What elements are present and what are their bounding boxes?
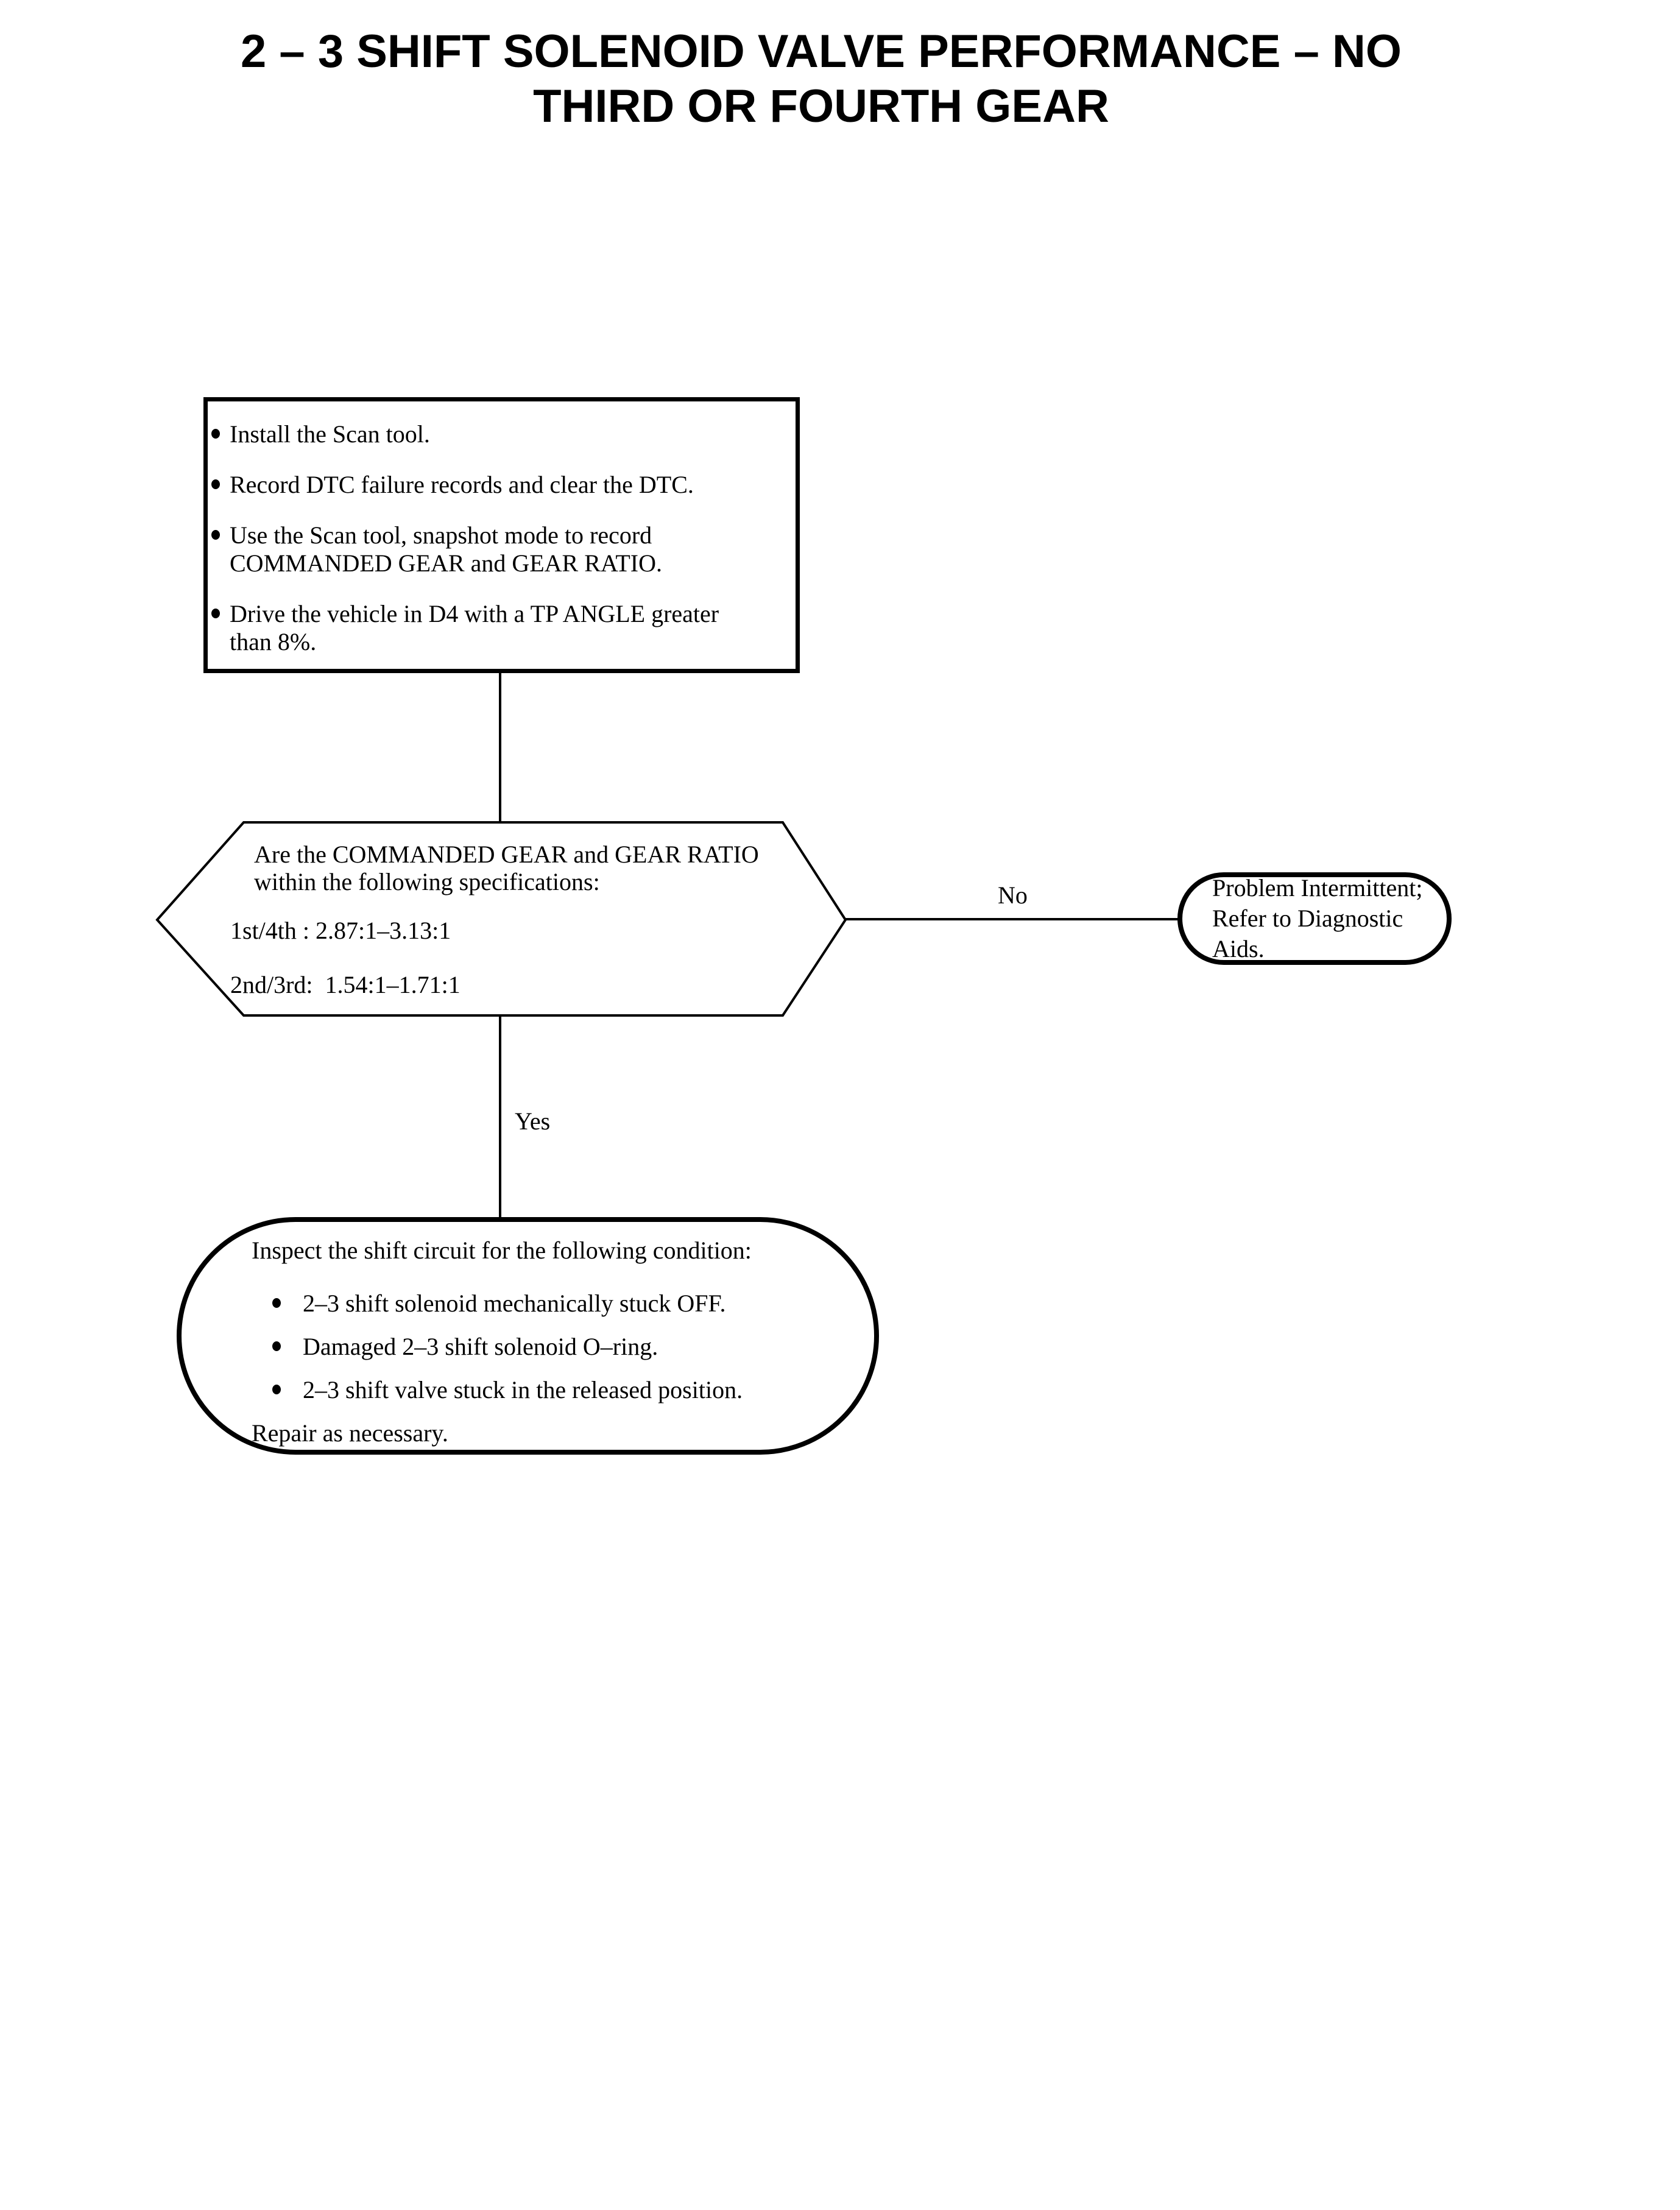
step1-instruction-box: Install the Scan tool. Record DTC failur… [203, 397, 800, 673]
no-result-line-2: Refer to Diagnostic Aids. [1212, 905, 1403, 962]
bullet-dot [272, 1385, 281, 1394]
step1-bullet-list: Install the Scan tool. Record DTC failur… [208, 401, 796, 656]
no-branch-label: No [998, 881, 1028, 909]
inspect-intro: Inspect the shift circuit for the follow… [252, 1237, 752, 1264]
bullet-dot [211, 479, 220, 489]
decision-question-line-1: Are the COMMANDED GEAR and GEAR RATIO [254, 841, 759, 868]
bullet-text: Install the Scan tool. [230, 420, 785, 448]
connector-step1-to-decision [499, 672, 501, 822]
decision-hexagon [155, 821, 847, 1017]
bullet-dot [211, 530, 220, 540]
no-result-terminal: Problem Intermittent; Refer to Diagnosti… [1177, 872, 1452, 965]
bullet-line: Record DTC failure records and clear the… [230, 471, 694, 498]
bullet-line: Drive the vehicle in D4 with a TP ANGLE … [230, 600, 719, 627]
bullet-item: 2–3 shift solenoid mechanically stuck OF… [272, 1290, 850, 1318]
bullet-text: Record DTC failure records and clear the… [230, 471, 785, 499]
bullet-text: 2–3 shift valve stuck in the released po… [303, 1376, 743, 1403]
title-line-1: 2 – 3 SHIFT SOLENOID VALVE PERFORMANCE –… [241, 26, 1402, 77]
bullet-item: Damaged 2–3 shift solenoid O–ring. [272, 1333, 850, 1361]
bullet-item: Record DTC failure records and clear the… [211, 471, 785, 499]
bullet-line: than 8%. [230, 628, 317, 655]
title-line-2: THIRD OR FOURTH GEAR [533, 80, 1109, 132]
yes-result-terminal: Inspect the shift circuit for the follow… [177, 1217, 879, 1455]
yes-branch-label: Yes [515, 1107, 551, 1135]
bullet-dot [211, 609, 220, 618]
decision-spec-1st-4th: 1st/4th : 2.87:1–3.13:1 [230, 917, 451, 944]
bullet-line: Install the Scan tool. [230, 420, 430, 448]
bullet-item: 2–3 shift valve stuck in the released po… [272, 1376, 850, 1404]
bullet-item: Drive the vehicle in D4 with a TP ANGLE … [211, 600, 785, 656]
repair-footer: Repair as necessary. [252, 1419, 448, 1447]
bullet-line: COMMANDED GEAR and GEAR RATIO. [230, 549, 662, 577]
bullet-dot [272, 1298, 281, 1308]
connector-decision-to-yes-result [499, 1014, 501, 1219]
bullet-text: Drive the vehicle in D4 with a TP ANGLE … [230, 600, 785, 656]
decision-spec-2nd-3rd: 2nd/3rd: 1.54:1–1.71:1 [230, 971, 461, 998]
no-result-line-1: Problem Intermittent; [1212, 874, 1423, 902]
bullet-dot [272, 1341, 281, 1351]
decision-question-line-2: within the following specifications: [254, 868, 600, 895]
bullet-text: Damaged 2–3 shift solenoid O–ring. [303, 1333, 658, 1360]
bullet-text: 2–3 shift solenoid mechanically stuck OF… [303, 1290, 726, 1317]
bullet-dot [211, 429, 220, 439]
hexagon-shape [155, 821, 847, 1017]
bullet-item: Use the Scan tool, snapshot mode to reco… [211, 521, 785, 577]
bullet-line: Use the Scan tool, snapshot mode to reco… [230, 521, 652, 549]
page-title: 2 – 3 SHIFT SOLENOID VALVE PERFORMANCE –… [0, 24, 1642, 134]
bullet-text: Use the Scan tool, snapshot mode to reco… [230, 521, 785, 577]
inspect-bullet-list: 2–3 shift solenoid mechanically stuck OF… [252, 1290, 850, 1404]
bullet-item: Install the Scan tool. [211, 420, 785, 448]
decision-question: Are the COMMANDED GEAR and GEAR RATIO wi… [254, 841, 833, 895]
connector-decision-to-no-result [844, 918, 1180, 920]
